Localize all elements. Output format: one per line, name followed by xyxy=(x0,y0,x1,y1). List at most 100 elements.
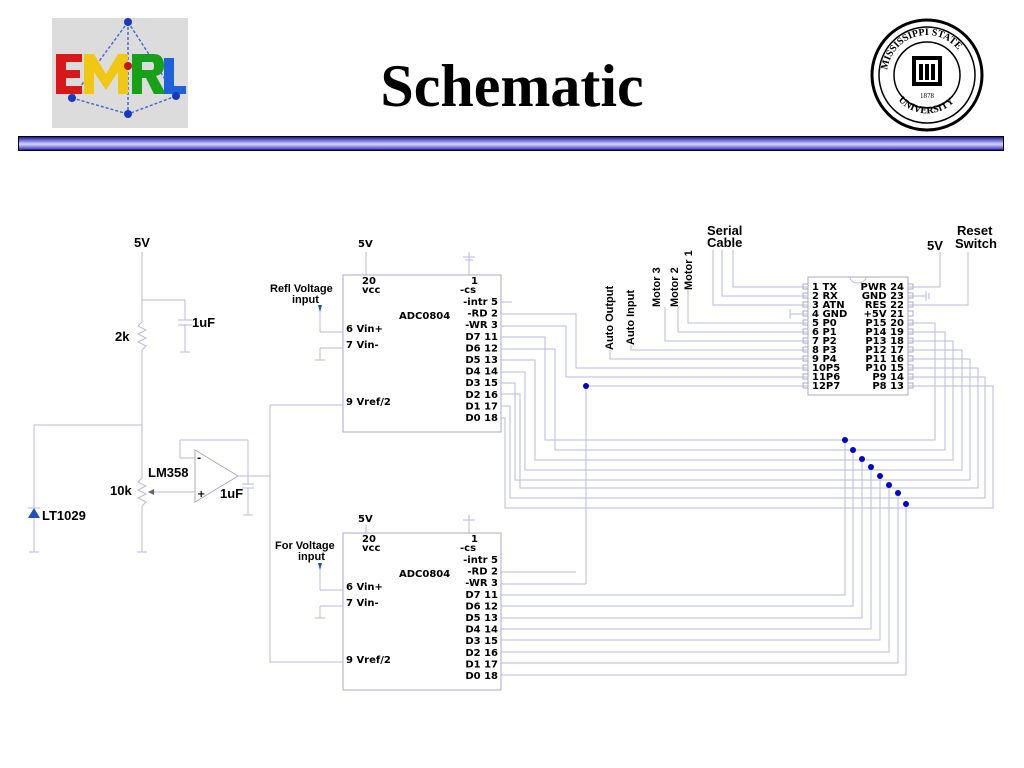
title-banner xyxy=(18,136,1004,151)
adc-top-supply: 5V xyxy=(358,239,373,250)
ctrl-right-pin-7: P12 17 xyxy=(865,345,904,356)
adc_bottom-right-pin-1: -RD 2 xyxy=(467,567,498,578)
adc-bottom-chip: ADC0804 xyxy=(399,569,450,580)
page-title: Schematic xyxy=(380,53,644,119)
ctrl-left-pin-7: 8 P3 xyxy=(812,345,837,356)
ctrl-left-pin-2: 3 ATN xyxy=(812,300,845,311)
serial-label-2: Cable xyxy=(707,235,742,250)
ctrl-right-pin-10: P9 14 xyxy=(872,372,904,383)
adc-top-chip: ADC0804 xyxy=(399,311,450,322)
adc_bottom-right-pin-9: D1 17 xyxy=(465,659,498,670)
adc_bottom-right-pin-6: D4 14 xyxy=(465,625,498,636)
adc_bottom-right-pin-2: -WR 3 xyxy=(465,578,498,589)
adc_bottom-cs-1: -cs xyxy=(460,543,476,554)
msu-seal: MISSISSIPPI STATE UNIVERSITY 1878 xyxy=(870,18,984,132)
adc_bottom-vcc-0: 20 xyxy=(362,534,376,545)
ctrl-right-pad-3 xyxy=(907,310,914,317)
adc_top-right-pin-1: -RD 2 xyxy=(467,309,498,320)
ctrl-right-pin-8: P11 16 xyxy=(865,354,904,365)
adc_top-right-pin-2: -WR 3 xyxy=(465,320,498,331)
adc_top-right-pin-0: -intr 5 xyxy=(463,297,498,308)
ctrl-left-pin-5: 6 P1 xyxy=(812,327,837,338)
reference-circuit: - + xyxy=(28,252,271,662)
adc_bottom-right-pin-5: D5 13 xyxy=(465,613,498,624)
adc_bottom-left-pin-2: 9 Vref/2 xyxy=(346,655,391,666)
ctrl-left-pin-11: 12P7 xyxy=(812,381,840,392)
adc-bottom xyxy=(270,515,502,691)
ctrl-right-pin-2: RES 22 xyxy=(865,300,904,311)
svg-text:1878: 1878 xyxy=(920,92,935,100)
ctrl-right-pin-0: PWR 24 xyxy=(861,282,904,293)
emrl-logo xyxy=(52,18,188,128)
vertical-signal-3: Motor 2 xyxy=(669,267,681,307)
adc_top-vcc-1: vcc xyxy=(362,285,380,296)
adc_top-right-pin-4: D6 12 xyxy=(465,343,498,354)
vertical-signal-0: Auto Output xyxy=(604,286,616,350)
junction-nodes xyxy=(583,383,909,507)
adc_top-right-pin-5: D5 13 xyxy=(465,355,498,366)
adc_top-right-pin-8: D2 16 xyxy=(465,390,498,401)
ctrl-right-pin-4: P15 20 xyxy=(865,318,904,329)
svg-text:+: + xyxy=(197,489,205,500)
vertical-signal-4: Motor 1 xyxy=(683,250,695,290)
adc_top-right-pin-10: D0 18 xyxy=(465,413,498,424)
adc_top-left-pin-2: 9 Vref/2 xyxy=(346,397,391,408)
resistor-2k-label: 2k xyxy=(115,329,130,344)
adc-bottom-supply: 5V xyxy=(358,514,373,525)
ctrl-left-pin-3: 4 GND xyxy=(812,309,847,320)
supply-label: 5V xyxy=(134,235,150,250)
adc_bottom-cs-0: 1 xyxy=(471,534,478,545)
adc_bottom-vcc-1: vcc xyxy=(362,543,380,554)
reset-label-1: Reset xyxy=(957,223,993,238)
adc-top xyxy=(270,252,502,433)
ctrl-left-pin-8: 9 P4 xyxy=(812,354,837,365)
adc_bottom-right-pin-10: D0 18 xyxy=(465,671,498,682)
ref-label: LT1029 xyxy=(42,508,86,523)
adc-top-input-label-1: Refl Voltage xyxy=(270,283,333,295)
adc_top-right-pin-3: D7 11 xyxy=(465,332,498,343)
ctrl-right-pin-5: P14 19 xyxy=(865,327,904,338)
schematic-labels: 5V 2k 1uF LM358 10k 1uF LT1029 5V Refl V… xyxy=(42,223,997,682)
adc-top-input-label-2: input xyxy=(292,294,319,306)
vertical-signal-2: Motor 3 xyxy=(651,267,663,307)
adc_bottom-right-pin-4: D6 12 xyxy=(465,601,498,612)
adc_top-left-pin-1: 7 Vin- xyxy=(346,340,379,351)
cap-out-label: 1uF xyxy=(220,486,243,501)
svg-text:-: - xyxy=(197,453,201,464)
serial-label-1: Serial xyxy=(707,223,742,238)
adc_top-vcc-0: 20 xyxy=(362,276,376,287)
adc_bottom-right-pin-8: D2 16 xyxy=(465,648,498,659)
ctrl-left-pin-0: 1 TX xyxy=(812,282,837,293)
adc_top-cs-1: -cs xyxy=(460,285,476,296)
adc_top-left-pin-0: 6 Vin+ xyxy=(346,324,383,335)
adc_bottom-right-pin-7: D3 15 xyxy=(465,636,498,647)
cap-top-label: 1uF xyxy=(192,315,215,330)
controller-supply: 5V xyxy=(927,238,943,253)
reset-label-2: Switch xyxy=(955,236,997,251)
ctrl-left-pin-1: 2 RX xyxy=(812,291,838,302)
adc_bottom-left-pin-1: 7 Vin- xyxy=(346,598,379,609)
adc_top-cs-0: 1 xyxy=(471,276,478,287)
ctrl-right-pin-3: +5V 21 xyxy=(864,309,905,320)
adc_top-right-pin-6: D4 14 xyxy=(465,367,498,378)
ctrl-left-pin-6: 7 P2 xyxy=(812,336,837,347)
signal-wires xyxy=(501,250,994,676)
adc-bottom-input-label-1: For Voltage xyxy=(275,540,335,552)
adc_bottom-left-pin-0: 6 Vin+ xyxy=(346,582,383,593)
opamp-label: LM358 xyxy=(148,465,188,480)
adc_bottom-right-pin-0: -intr 5 xyxy=(463,555,498,566)
vertical-signal-1: Auto Input xyxy=(625,290,637,345)
ctrl-left-pin-10: 11P6 xyxy=(812,372,840,383)
adc_top-right-pin-7: D3 15 xyxy=(465,378,498,389)
ctrl-right-pin-11: P8 13 xyxy=(872,381,904,392)
ctrl-left-pin-9: 10P5 xyxy=(812,363,840,374)
adc_top-right-pin-9: D1 17 xyxy=(465,401,498,412)
adc-bottom-input-label-2: input xyxy=(298,551,325,563)
ctrl-right-pin-1: GND 23 xyxy=(862,291,904,302)
ctrl-left-pin-4: 5 P0 xyxy=(812,318,837,329)
pot-label: 10k xyxy=(110,483,132,498)
adc_bottom-right-pin-3: D7 11 xyxy=(465,590,498,601)
ctrl-right-pin-9: P10 15 xyxy=(865,363,904,374)
ctrl-right-pin-6: P13 18 xyxy=(865,336,904,347)
